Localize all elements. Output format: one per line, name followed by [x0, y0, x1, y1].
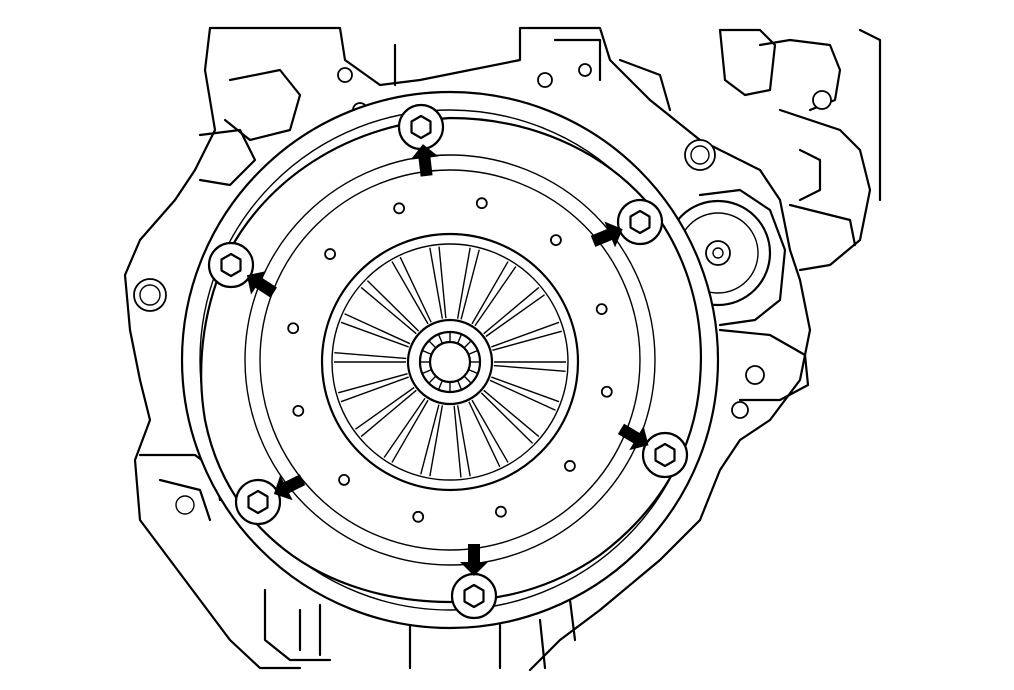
- hex-bolt-icon[interactable]: [410, 114, 432, 140]
- hub-spline: [468, 349, 478, 355]
- hex-bolt-icon[interactable]: [220, 252, 242, 278]
- arrow-icon: [590, 221, 623, 248]
- spring-finger: [438, 246, 447, 319]
- spring-finger: [468, 401, 501, 468]
- spring-finger: [360, 286, 417, 335]
- spring-finger: [483, 389, 540, 438]
- cover-rivet: [494, 505, 507, 518]
- spring-finger: [340, 321, 409, 348]
- spring-finger: [493, 364, 566, 372]
- hex-bolt-icon[interactable]: [247, 489, 269, 515]
- hub-spline: [422, 349, 432, 355]
- cover-rivet: [393, 202, 406, 215]
- spring-finger: [391, 399, 429, 463]
- spring-finger: [489, 379, 556, 411]
- hub-spline: [428, 375, 437, 384]
- hex-bolt-icon[interactable]: [629, 209, 651, 235]
- hub-spline: [437, 334, 443, 344]
- arrow-icon: [246, 271, 278, 298]
- hub-spline: [463, 375, 472, 384]
- spring-finger: [366, 280, 420, 332]
- cover-rivet: [412, 510, 425, 523]
- spring-finger: [337, 373, 408, 394]
- spring-finger: [491, 321, 560, 348]
- spring-finger: [471, 261, 509, 325]
- spring-finger: [491, 376, 560, 403]
- spring-finger: [480, 392, 534, 444]
- cover-rivet: [564, 460, 576, 472]
- cover-rivet: [475, 197, 488, 210]
- spring-finger: [344, 313, 411, 345]
- cover-rivet: [600, 385, 613, 398]
- cover-rivet: [287, 322, 300, 335]
- spring-finger: [334, 352, 407, 360]
- spring-finger: [456, 405, 471, 477]
- hex-bolt-icon[interactable]: [463, 583, 485, 609]
- spring-finger: [485, 294, 545, 338]
- cover-rivet: [595, 303, 608, 316]
- arrow-icon: [617, 423, 649, 451]
- spring-finger: [360, 389, 417, 438]
- arrow-icon: [273, 474, 306, 501]
- bolt-indicator-arrows: [246, 144, 649, 576]
- hub-spline: [463, 340, 472, 349]
- spring-finger: [456, 247, 471, 319]
- spring-finger: [453, 405, 462, 478]
- spring-finger: [429, 405, 444, 477]
- arrow-icon: [410, 144, 439, 177]
- spring-finger: [471, 399, 509, 463]
- cover-rivet: [324, 248, 336, 260]
- spring-finger: [474, 266, 517, 327]
- hub-spline: [457, 334, 463, 344]
- spring-finger: [391, 261, 429, 325]
- spring-finger: [483, 286, 540, 335]
- hub-spline: [457, 380, 463, 390]
- arrow-icon: [460, 544, 488, 576]
- spring-finger: [383, 397, 426, 458]
- hex-bolt-icon[interactable]: [654, 442, 676, 468]
- hub-spline: [422, 369, 432, 375]
- hub-spline: [428, 340, 437, 349]
- cover-rivet: [550, 234, 562, 246]
- spring-finger: [355, 386, 415, 430]
- spring-finger: [492, 330, 563, 351]
- spring-finger: [399, 256, 432, 323]
- clutch-hub: [418, 330, 482, 394]
- hub-spline: [468, 369, 478, 375]
- cover-rivet: [338, 474, 350, 486]
- spring-finger: [460, 249, 480, 320]
- spring-finger: [340, 376, 409, 403]
- spring-finger: [420, 404, 440, 475]
- cover-rivet: [292, 404, 305, 417]
- pressure-plate-bolts: [207, 103, 689, 620]
- spring-finger: [429, 247, 444, 319]
- hub-spline: [437, 380, 443, 390]
